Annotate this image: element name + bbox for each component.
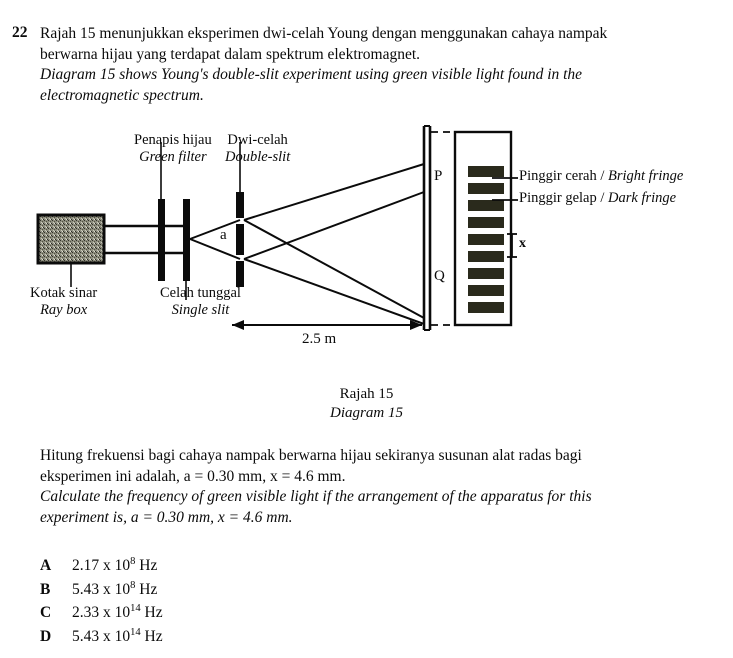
caption-en: Diagram 15: [330, 404, 403, 421]
label-green-filter: Penapis hijau Green filter: [134, 132, 212, 166]
label-double-slit: Dwi-celah Double-slit: [225, 132, 290, 166]
diagram-caption: Rajah 15 Diagram 15: [0, 385, 733, 423]
label-bright-fringe-en: Bright fringe: [608, 168, 684, 184]
screen-distance-arrow: [232, 320, 422, 330]
option-d-unit: Hz: [140, 628, 163, 646]
label-dark-fringe-en: Dark fringe: [608, 190, 677, 206]
magnifier-dashed-links: [431, 131, 455, 326]
option-b-value: 5.43 x 108 Hz: [72, 578, 157, 602]
option-a-key: A: [40, 557, 52, 575]
label-dark-fringe-ms: Pinggir gelap: [519, 190, 597, 206]
label-slit-separation: a: [220, 227, 227, 243]
answer-options: A 2.17 x 108 Hz B 5.43 x 108 Hz C 2.33 x…: [40, 554, 163, 649]
option-c-unit: Hz: [140, 604, 163, 622]
option-a-exponent: 8: [130, 556, 136, 567]
label-dark-fringe: Pinggir gelap / Dark fringe: [519, 190, 677, 206]
green-filter-shape: [158, 142, 165, 281]
tail-line-en-2: experiment is, a = 0.30 mm, x = 4.6 mm.: [40, 508, 293, 526]
stem-line-en-1: Diagram 15 shows Young's double-slit exp…: [40, 66, 583, 84]
label-single-slit: Celah tunggal Single slit: [160, 285, 241, 319]
screen-shape: [422, 125, 432, 331]
label-green-filter-en: Green filter: [139, 149, 207, 166]
stem-line-en-2: electromagnetic spectrum.: [40, 86, 204, 104]
option-d[interactable]: D 5.43 x 1014 Hz: [40, 625, 163, 649]
option-c[interactable]: C 2.33 x 1014 Hz: [40, 601, 163, 625]
option-c-mantissa: 2.33 x 10: [72, 604, 131, 622]
single-slit-shape: [183, 199, 190, 300]
label-ray-box: Kotak sinar Ray box: [30, 285, 97, 319]
option-b-key: B: [40, 580, 51, 598]
option-d-value: 5.43 x 1014 Hz: [72, 625, 163, 649]
diagram-drawing: [36, 125, 518, 331]
double-slit-shape: [236, 142, 244, 287]
label-single-slit-en: Single slit: [171, 302, 230, 319]
label-ray-box-en: Ray box: [40, 302, 88, 319]
fringe-label-leaders: [492, 177, 518, 201]
option-a-mantissa: 2.17 x 10: [72, 557, 131, 575]
option-a-unit: Hz: [135, 557, 158, 575]
question-stem: 22 Rajah 15 menunjukkan eksperimen dwi-c…: [0, 24, 690, 106]
option-c-exponent: 14: [130, 603, 141, 615]
option-d-mantissa: 5.43 x 10: [72, 628, 131, 646]
option-c-value: 2.33 x 1014 Hz: [72, 601, 163, 625]
option-b[interactable]: B 5.43 x 108 Hz: [40, 578, 163, 602]
option-b-unit: Hz: [135, 580, 158, 598]
option-c-key: C: [40, 604, 52, 622]
option-a-value: 2.17 x 108 Hz: [72, 554, 157, 578]
beam-lines: [104, 224, 186, 255]
label-bright-fringe-ms: Pinggir cerah: [519, 168, 597, 184]
label-fringe-separation: x: [519, 236, 526, 251]
question-number: 22: [12, 24, 28, 41]
diagram-15: Penapis hijau Green filter Dwi-celah Dou…: [0, 120, 733, 420]
label-single-slit-ms: Celah tunggal: [160, 285, 241, 301]
question-stem-text: Rajah 15 menunjukkan eksperimen dwi-cela…: [40, 24, 690, 106]
option-d-key: D: [40, 628, 52, 646]
option-d-exponent: 14: [130, 626, 141, 638]
question-tail-text: Hitung frekuensi bagi cahaya nampak berw…: [40, 446, 690, 528]
label-ray-box-ms: Kotak sinar: [30, 285, 98, 301]
option-b-exponent: 8: [130, 579, 136, 591]
tail-line-en-1: Calculate the frequency of green visible…: [40, 488, 592, 506]
tail-line-ms-1: Hitung frekuensi bagi cahaya nampak berw…: [40, 447, 582, 464]
label-bright-fringe: Pinggir cerah / Bright fringe: [519, 168, 684, 184]
label-screen-distance: 2.5 m: [302, 331, 337, 347]
tail-line-ms-2: eksperimen ini adalah, a = 0.30 mm, x = …: [40, 467, 346, 485]
slit-cone: [189, 219, 241, 260]
interference-rays: [243, 163, 425, 325]
label-double-slit-ms: Dwi-celah: [227, 132, 288, 148]
fringe-pattern-box: [453, 130, 513, 327]
option-a[interactable]: A 2.17 x 108 Hz: [40, 554, 163, 578]
ray-box-shape: [36, 213, 106, 265]
label-double-slit-en: Double-slit: [225, 149, 291, 166]
label-point-p: P: [434, 168, 443, 184]
fringe-separation-marker: [507, 233, 517, 258]
label-green-filter-ms: Penapis hijau: [134, 132, 212, 148]
option-b-mantissa: 5.43 x 10: [72, 580, 131, 598]
caption-ms: Rajah 15: [339, 386, 394, 402]
label-point-q: Q: [434, 268, 445, 284]
stem-line-ms-2: berwarna hijau yang terdapat dalam spekt…: [40, 45, 421, 63]
stem-line-ms-1: Rajah 15 menunjukkan eksperimen dwi-cela…: [40, 25, 608, 42]
fringe-bands: [468, 166, 504, 313]
